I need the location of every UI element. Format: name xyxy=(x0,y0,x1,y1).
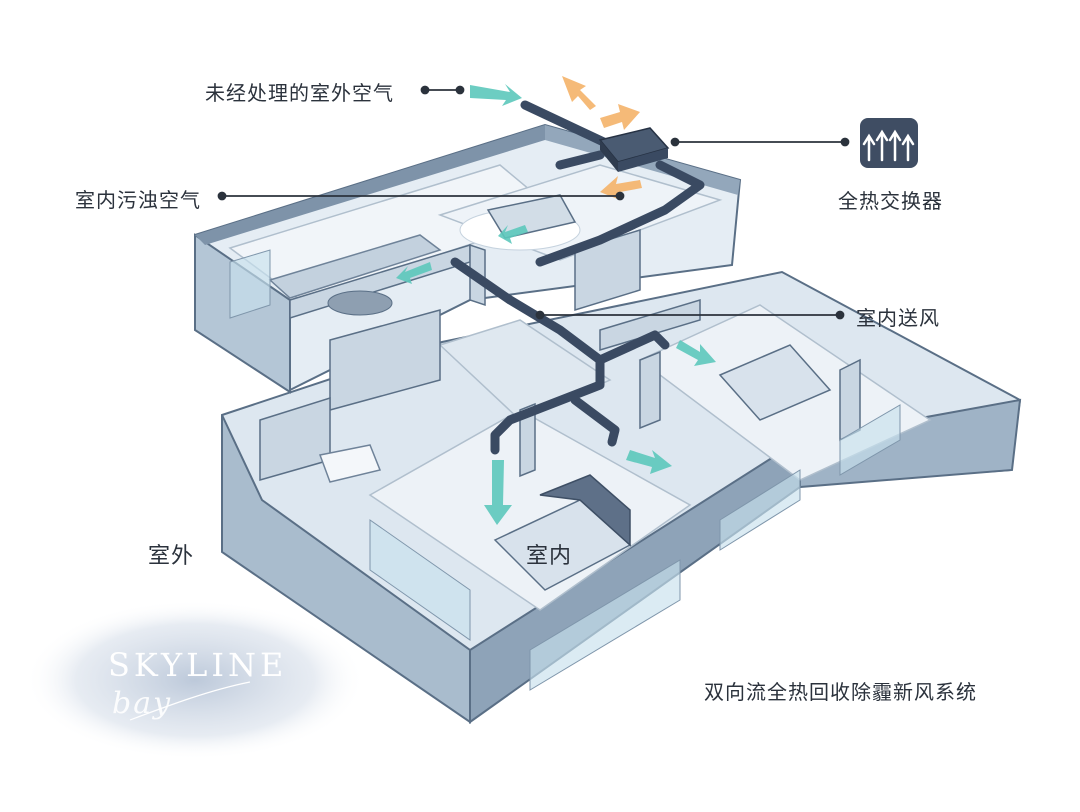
label-untreated-outdoor-air: 未经处理的室外空气 xyxy=(205,81,394,105)
supply-branch-hall xyxy=(450,257,605,455)
intake-duct xyxy=(520,100,615,150)
bathtub xyxy=(318,444,382,483)
supply-branch-bedroom-right xyxy=(595,330,670,365)
label-indoor: 室内 xyxy=(526,544,573,569)
fresh-air-arrow-bedroom-right xyxy=(676,340,716,366)
exhaust-arrow-return xyxy=(600,176,642,200)
label-heat-exchanger: 全热交换器 xyxy=(838,189,943,213)
coffee-table xyxy=(327,290,393,316)
logo-bay: bay xyxy=(112,686,173,721)
label-indoor-supply-air: 室内送风 xyxy=(856,306,940,330)
logo-glow xyxy=(25,600,365,760)
exhaust-duct xyxy=(555,150,605,170)
bedroom-floor-left xyxy=(368,409,692,611)
exhaust-air-arrows xyxy=(562,76,642,200)
supply-main-duct xyxy=(535,160,705,267)
label-outdoor: 室外 xyxy=(148,544,195,569)
logo-skyline: SKYLINE xyxy=(108,646,288,684)
upper-block-back-wall xyxy=(195,125,545,245)
sofa xyxy=(268,234,442,299)
exhaust-arrow-up-right xyxy=(600,104,640,130)
exhaust-arrow-up-left xyxy=(562,76,596,110)
label-indoor-dirty-air: 室内污浊空气 xyxy=(75,188,201,212)
apartment-model xyxy=(194,123,1022,724)
leader-lines xyxy=(217,85,850,320)
bed-main-headboard xyxy=(539,474,631,547)
glass-windows xyxy=(229,249,901,691)
fresh-air-arrow-dining xyxy=(498,225,528,244)
fresh-air-arrow-living xyxy=(396,262,432,284)
heat-exchanger-unit xyxy=(598,127,670,172)
label-system-name: 双向流全热回收除霾新风系统 xyxy=(704,680,977,704)
supply-branch-bedroom-mid xyxy=(570,395,620,447)
fresh-air-arrow-bedroom-main xyxy=(484,460,512,525)
fresh-air-arrow-bedroom-mid xyxy=(626,450,672,474)
fresh-air-arrows xyxy=(396,84,716,525)
duct-system xyxy=(450,100,705,455)
dining-table xyxy=(486,194,577,239)
fresh-air-arrow-intake xyxy=(470,84,522,106)
logo-swoosh xyxy=(129,681,251,721)
bed-secondary xyxy=(718,344,832,421)
heat-exchanger-icon xyxy=(860,118,918,168)
